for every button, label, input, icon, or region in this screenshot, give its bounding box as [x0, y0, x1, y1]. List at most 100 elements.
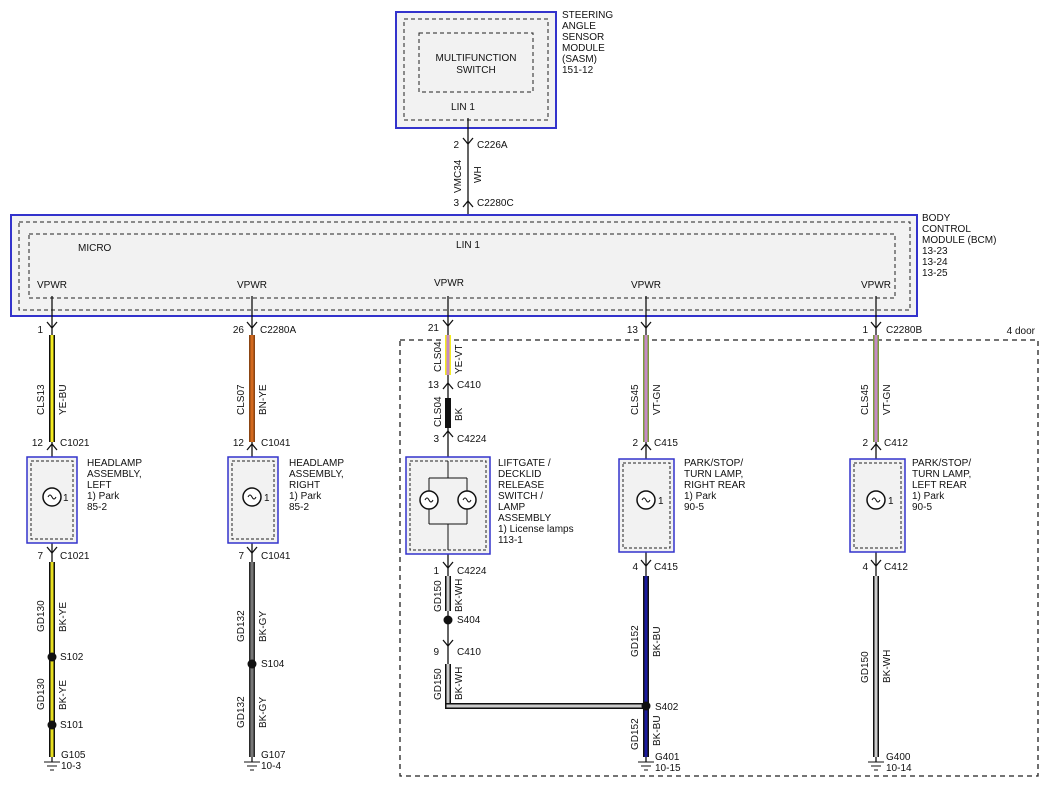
col3-splice-1: S404: [457, 615, 481, 626]
sasm-name-2: ANGLE: [562, 21, 596, 32]
col4-lamp-out-pin: 4: [632, 562, 638, 573]
sasm-top-connector: C226A: [477, 140, 508, 151]
col2-splice-1: S104: [261, 659, 285, 670]
col4-lamp-in-pin: 2: [632, 438, 638, 449]
col1-seg2-circuit: GD130: [36, 678, 47, 710]
col3-lamp-in-pin: 3: [433, 434, 439, 445]
col3-lamp-text-7: 1) License lamps: [498, 524, 574, 535]
column-headlamp-right: 26 C2280A CLS07 BN-YE 12 C1041 1 HEADLAM…: [227, 296, 344, 772]
col3-seg1-circuit: GD150: [433, 580, 444, 612]
sasm-name-5: (SASM): [562, 54, 597, 65]
splice-dot: [443, 615, 453, 625]
col5-lamp-out-connector: C412: [884, 562, 908, 573]
col3-mid-circuit: CLS04: [433, 396, 444, 427]
ye-bu-stripe: [50, 335, 54, 442]
col1-ground-name: G105: [61, 750, 86, 761]
four-door-label: 4 door: [1007, 326, 1036, 337]
col2-seg2-circuit: GD132: [236, 696, 247, 728]
col1-splice-1: S102: [60, 652, 84, 663]
bcm-name-3: MODULE (BCM): [922, 235, 996, 246]
splice-dot: [47, 652, 57, 662]
col3-lamp-text-2: DECKLID: [498, 469, 541, 480]
column-left-rear-lamp: 1 C2280B CLS45 VT-GN 2 C412 1 PARK/STOP/…: [849, 296, 971, 774]
col3-mid-pin: 13: [428, 380, 440, 391]
col1-seg1-wire-color: BK-YE: [58, 602, 69, 632]
sasm-name-6: 151-12: [562, 65, 594, 76]
col2-lamp-text-4: 1) Park: [289, 491, 322, 502]
col2-wire-color: BN-YE: [258, 384, 269, 415]
col1-lamp-text-5: 85-2: [87, 502, 107, 513]
col2-lamp-out-connector: C1041: [261, 551, 291, 562]
sasm-bottom-pin: 3: [453, 198, 459, 209]
col2-lamp-text-5: 85-2: [289, 502, 309, 513]
ye-vt-stripe: [446, 335, 450, 375]
sasm-name-3: SENSOR: [562, 32, 604, 43]
col2-seg1-circuit: GD132: [236, 610, 247, 642]
col5-ground-name: G400: [886, 752, 911, 763]
sasm-top-pin: 2: [453, 140, 459, 151]
col5-lamp-text-3: LEFT REAR: [912, 480, 967, 491]
bk-wire: [445, 398, 451, 428]
col4-top-pin: 13: [627, 325, 639, 336]
col2-lamp-text-2: ASSEMBLY,: [289, 469, 344, 480]
col4-lamp-text-1: PARK/STOP/: [684, 458, 743, 469]
col3-lower-wire-color: BK-WH: [454, 667, 465, 700]
col5-top-pin: 1: [862, 325, 868, 336]
col1-top-pin: 1: [37, 325, 43, 336]
bcm-name-6: 13-25: [922, 268, 948, 279]
col4-seg1-wire-color: BK-BU: [652, 626, 663, 657]
col1-splice-2: S101: [60, 720, 84, 731]
bcm-lin-label: LIN 1: [456, 240, 480, 251]
four-door-region: 4 door: [399, 326, 1039, 777]
col3-lamp-text-3: RELEASE: [498, 480, 544, 491]
col4-seg1-circuit: GD152: [630, 625, 641, 657]
col5-lamp-pin: 1: [888, 496, 894, 507]
col1-lamp-text-3: LEFT: [87, 480, 111, 491]
bcm-name-4: 13-23: [922, 246, 948, 257]
sasm-inner-label-1: MULTIFUNCTION: [436, 53, 517, 64]
bk-wh-stripe: [874, 576, 878, 757]
bcm-micro-label: MICRO: [78, 243, 112, 254]
col5-lamp-out-pin: 4: [862, 562, 868, 573]
col1-seg1-circuit: GD130: [36, 600, 47, 632]
bn-ye-stripe: [250, 335, 254, 442]
vt-gn-stripe: [874, 335, 878, 442]
bcm-vpwr-5: VPWR: [861, 280, 891, 291]
sasm-inner-label-2: SWITCH: [456, 65, 495, 76]
col5-ground-ref: 10-14: [886, 763, 912, 774]
col4-lamp-text-5: 90-5: [684, 502, 704, 513]
col1-lamp-text-1: HEADLAMP: [87, 458, 142, 469]
bcm-name-2: CONTROL: [922, 224, 971, 235]
col3-lamp-out-connector: C4224: [457, 566, 487, 577]
col3-lower-circuit: GD150: [433, 668, 444, 700]
sasm-name-1: STEERING: [562, 10, 613, 21]
col3-mid-wire-color: BK: [454, 407, 465, 421]
sasm-pin-label: LIN 1: [451, 102, 475, 113]
col3-lamp-text-8: 113-1: [498, 535, 523, 546]
col4-circuit: CLS45: [630, 384, 641, 415]
col2-lamp-out-pin: 7: [238, 551, 244, 562]
sasm-module: MULTIFUNCTION SWITCH LIN 1 STEERING ANGL…: [395, 10, 613, 129]
col4-splice-1: S402: [655, 702, 679, 713]
column-right-rear-lamp: 13 CLS45 VT-GN 2 C415 1 PARK/STOP/ TURN …: [618, 296, 746, 774]
col4-seg2-circuit: GD152: [630, 718, 641, 750]
col3-lamp-in-connector: C4224: [457, 434, 487, 445]
sasm-wire-color: WH: [473, 166, 484, 183]
column-liftgate: 21 CLS04 YE-VT 13 C410 CLS04 BK 3 C4224 …: [405, 296, 646, 709]
col2-circuit: CLS07: [236, 384, 247, 415]
col2-ground-ref: 10-4: [261, 761, 281, 772]
col5-lamp-text-1: PARK/STOP/: [912, 458, 971, 469]
col2-lamp-in-pin: 12: [233, 438, 245, 449]
col4-lamp-in-connector: C415: [654, 438, 678, 449]
sasm-bcm-wire: 2 C226A 3 C2280C VMC34 WH: [453, 118, 514, 232]
col3-wire-color: YE-VT: [454, 345, 465, 374]
col1-seg2-wire-color: BK-YE: [58, 680, 69, 710]
col2-ground-name: G107: [261, 750, 286, 761]
col3-lower-connector: C410: [457, 647, 481, 658]
col5-circuit: CLS45: [860, 384, 871, 415]
bcm-name-1: BODY: [922, 213, 951, 224]
col2-seg1-wire-color: BK-GY: [258, 611, 269, 642]
sasm-bottom-connector: C2280C: [477, 198, 514, 209]
col2-lamp-text-3: RIGHT: [289, 480, 320, 491]
sasm-name-4: MODULE: [562, 43, 605, 54]
